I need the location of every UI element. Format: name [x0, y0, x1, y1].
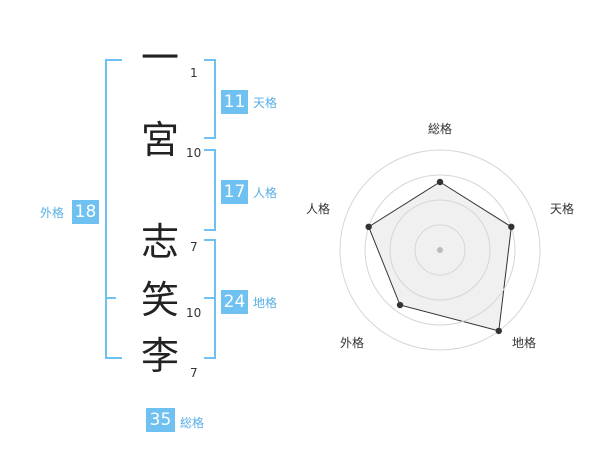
tenkaku-value: 11	[221, 90, 248, 114]
radar-point-3	[396, 301, 404, 309]
radar-point-1	[508, 223, 515, 231]
radar-point-2	[495, 327, 502, 335]
bracket-jinkaku	[204, 149, 216, 231]
radar-ring	[389, 199, 491, 301]
name-char-4: 笑	[140, 278, 179, 322]
stroke-count-5: 7	[190, 366, 198, 380]
stroke-count-3: 7	[190, 240, 198, 254]
soukaku-value: 35	[146, 408, 175, 432]
radar-chart	[339, 149, 541, 351]
stroke-count-2: 10	[186, 146, 202, 160]
bracket-tenkaku	[204, 59, 216, 139]
radar-data-polygon	[368, 181, 512, 332]
bracket-gaikaku	[105, 59, 122, 359]
name-char-5: 李	[140, 334, 179, 378]
radar-label-soukaku: 総格	[428, 122, 453, 136]
stroke-count-1: 1	[190, 66, 198, 80]
radar-label-gaikaku: 外格	[340, 336, 365, 350]
chikaku-value: 24	[221, 290, 248, 314]
radar-point-0	[436, 178, 444, 186]
radar-ring	[364, 174, 516, 326]
gaikaku-label: 外格	[40, 206, 65, 220]
name-char-3: 志	[140, 220, 179, 264]
radar-center	[437, 247, 443, 253]
name-char-2: 宮	[140, 118, 179, 162]
chikaku-label: 地格	[253, 296, 278, 310]
radar-label-chikaku: 地格	[512, 336, 537, 350]
radar-label-jinkaku: 人格	[306, 202, 331, 216]
tenkaku-label: 天格	[253, 96, 278, 110]
jinkaku-label: 人格	[253, 186, 278, 200]
radar-point-4	[365, 223, 372, 231]
jinkaku-value: 17	[221, 180, 248, 204]
stroke-count-4: 10	[186, 306, 202, 320]
name-char-1: 一	[140, 36, 179, 80]
radar-label-tenkaku: 天格	[550, 202, 575, 216]
gaikaku-value: 18	[72, 200, 99, 224]
radar-ring	[414, 224, 466, 276]
soukaku-label: 総格	[180, 416, 205, 430]
